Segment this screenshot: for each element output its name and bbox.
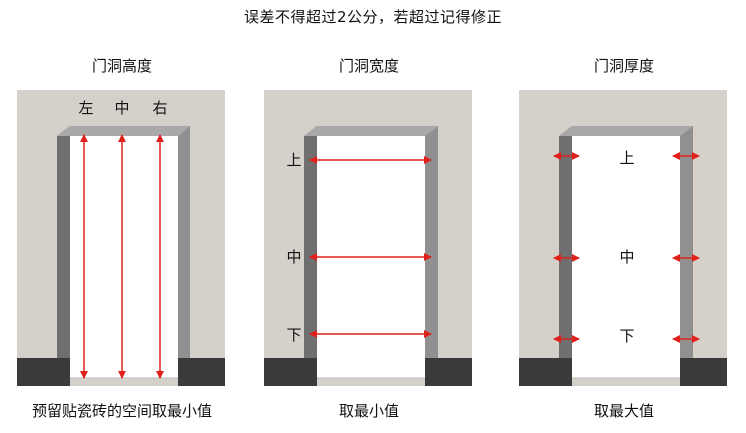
caption-height: 预留贴瓷砖的空间取最小值: [31, 402, 212, 420]
marker-top: 上: [619, 149, 634, 167]
panel-door-width: 上 中 下: [264, 90, 472, 386]
left-jamb: [57, 126, 70, 384]
left-jamb: [304, 126, 317, 384]
page-title: 误差不得超过2公分，若超过记得修正: [243, 8, 503, 26]
door-opening: [572, 136, 680, 378]
head-jamb: [57, 126, 190, 136]
panel-heading-width: 门洞宽度: [338, 57, 399, 75]
marker-bottom: 下: [619, 327, 634, 345]
panel-heading-thickness: 门洞厚度: [593, 57, 654, 75]
marker-top: 上: [286, 151, 301, 169]
floor-left: [519, 358, 572, 386]
floor-right: [425, 358, 472, 386]
marker-middle: 中: [286, 248, 301, 266]
head-jamb: [304, 126, 438, 136]
right-jamb: [680, 126, 693, 384]
floor-right: [178, 358, 225, 386]
panel-door-height: 左 中 右: [17, 90, 225, 386]
floor-left: [264, 358, 317, 386]
marker-right: 右: [152, 99, 167, 117]
right-jamb: [178, 126, 190, 384]
caption-width: 取最小值: [338, 402, 399, 420]
right-jamb: [425, 126, 438, 384]
marker-middle: 中: [619, 248, 634, 266]
marker-left: 左: [78, 99, 93, 117]
marker-bottom: 下: [286, 326, 301, 344]
caption-thickness: 取最大值: [593, 402, 654, 420]
floor-right: [680, 358, 727, 386]
panel-door-thickness: 上 中 下: [519, 90, 727, 386]
floor-left: [17, 358, 70, 386]
panel-heading-height: 门洞高度: [91, 57, 152, 75]
door-opening: [70, 136, 178, 378]
head-jamb: [559, 126, 693, 136]
marker-center: 中: [114, 99, 129, 117]
left-jamb: [559, 126, 572, 384]
